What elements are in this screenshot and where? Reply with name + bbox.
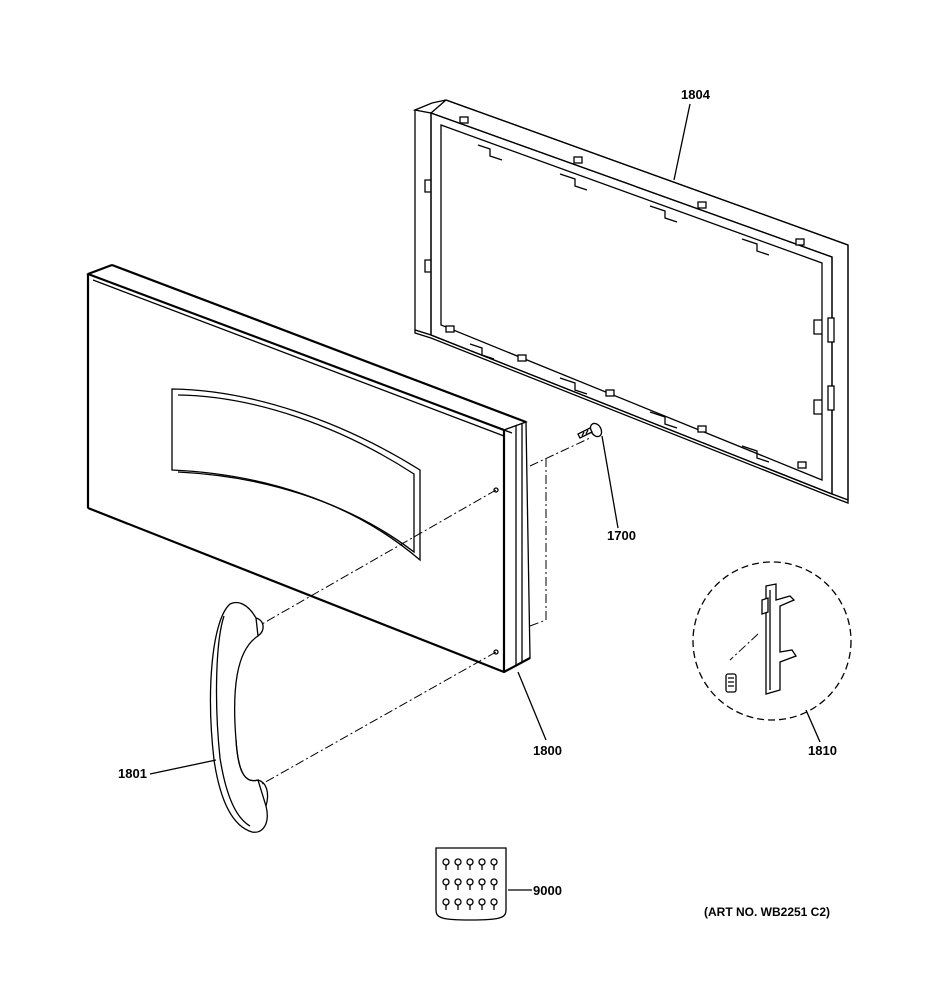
label-1700: 1700 (607, 528, 636, 543)
leader-lines (149, 103, 821, 891)
assembly-lines (261, 437, 759, 785)
label-1800: 1800 (533, 743, 562, 758)
label-1801: 1801 (118, 766, 147, 781)
part-1804-frame[interactable] (412, 99, 849, 504)
part-1801-handle[interactable] (209, 601, 269, 833)
label-9000: 9000 (533, 883, 562, 898)
label-1804: 1804 (681, 87, 711, 102)
part-1800-door[interactable] (86, 263, 531, 674)
part-1810-latch[interactable] (692, 561, 852, 721)
label-1810: 1810 (808, 743, 837, 758)
part-9000-screw-kit[interactable] (435, 847, 507, 921)
art-number: (ART NO. WB2251 C2) (704, 905, 830, 919)
part-1700-screw[interactable] (577, 421, 604, 439)
